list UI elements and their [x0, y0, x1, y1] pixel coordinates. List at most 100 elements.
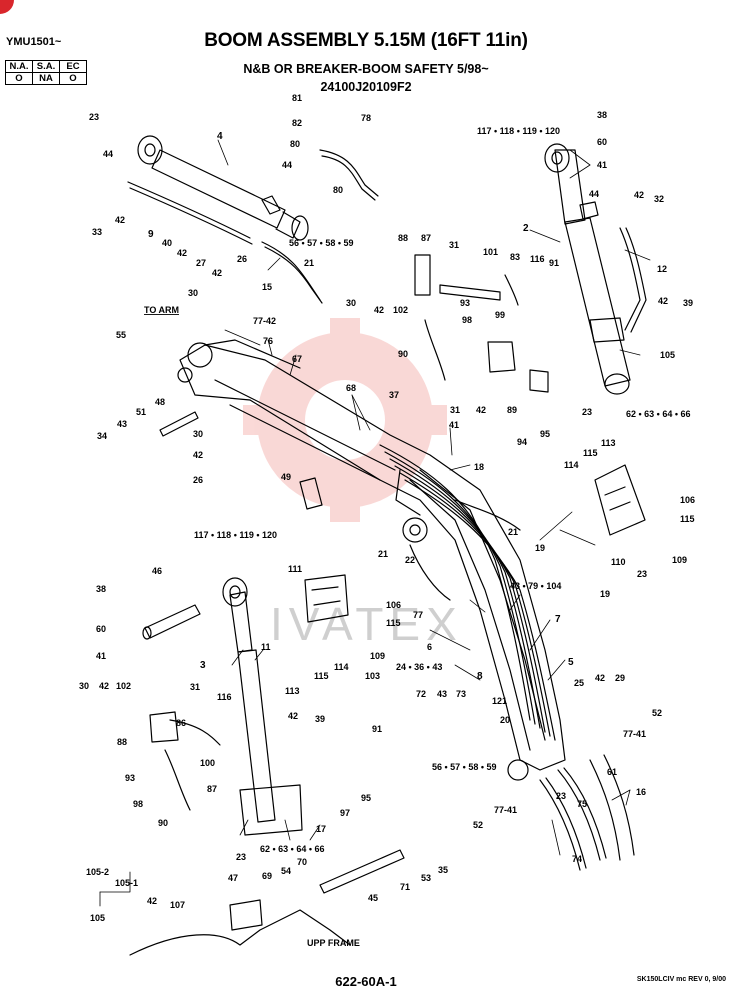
part-callout: 114 [334, 662, 349, 672]
part-callout: 20 [500, 715, 510, 725]
part-callout: 3 [200, 660, 206, 671]
part-callout: 56 • 57 • 58 • 59 [432, 762, 497, 772]
part-callout: 41 [96, 651, 106, 661]
part-callout: 115 [680, 514, 695, 524]
part-callout: 23 [89, 112, 99, 122]
part-callout: 42 [634, 190, 644, 200]
part-callout: 88 [117, 737, 127, 747]
part-callout: 12 [657, 264, 667, 274]
part-callout: 77-41 [623, 729, 646, 739]
part-callout: 54 [281, 866, 291, 876]
hose-78-outline [321, 155, 376, 201]
part-callout: 62 • 63 • 64 • 66 [260, 844, 325, 854]
frame-label: UPP FRAME [307, 938, 360, 948]
watermark-gear-tooth [330, 318, 360, 348]
part-callout: 25 [574, 678, 584, 688]
part-callout: 40 [162, 238, 172, 248]
page-number: 622-60A-1 [335, 974, 397, 989]
part-callout: 93 [125, 773, 135, 783]
safety-valve-lower [149, 711, 221, 811]
part-callout: 95 [540, 429, 550, 439]
watermark-gear-tooth [243, 405, 273, 435]
page-subtitle: N&B OR BREAKER-BOOM SAFETY 5/98~ [243, 62, 489, 76]
part-callout: 106 [680, 495, 695, 505]
part-callout: 45 [368, 893, 378, 903]
part-callout: 30 [79, 681, 89, 691]
applicability-table: N.A. S.A. EC O NA O [5, 60, 87, 85]
upper-frame [129, 909, 351, 956]
part-callout: 51 [136, 407, 146, 417]
part-callout: 98 [462, 315, 472, 325]
part-callout: 117 • 118 • 119 • 120 [194, 530, 277, 540]
part-callout: 110 [611, 557, 626, 567]
part-callout: 97 [340, 808, 350, 818]
part-callout: 43 [117, 419, 127, 429]
part-callout: 55 [116, 330, 126, 340]
part-callout: 93 [460, 298, 470, 308]
part-callout: 42 [476, 405, 486, 415]
part-callout: 7 [555, 614, 561, 625]
part-callout: 87 [207, 784, 217, 794]
part-callout: 42 [115, 215, 125, 225]
part-callout: 31 [450, 405, 460, 415]
bracket-47 [229, 899, 263, 931]
boom-cylinder-right [544, 143, 631, 395]
bracket-110 [594, 464, 646, 536]
part-callout: 4 [217, 131, 223, 142]
part-callout: 105 [90, 913, 105, 923]
part-callout: 87 [421, 233, 431, 243]
part-callout: 44 [589, 189, 599, 199]
watermark-text: IVATEX [270, 598, 463, 650]
part-callout: 90 [158, 818, 168, 828]
applicability-value: O [59, 72, 87, 85]
part-callout: 105-2 [86, 867, 109, 877]
part-callout: 42 [595, 673, 605, 683]
part-callout: 68 [346, 383, 356, 393]
part-callout: 88 [398, 233, 408, 243]
part-callout: 18 [474, 462, 484, 472]
hose-16a [589, 759, 621, 861]
part-callout: 117 • 118 • 119 • 120 [477, 126, 560, 136]
part-callout: 94 [517, 437, 527, 447]
part-callout: 109 [672, 555, 687, 565]
pin-48 [159, 411, 199, 437]
part-callout: 46 [152, 566, 162, 576]
part-callout: 42 [374, 305, 384, 315]
part-callout: 69 [262, 871, 272, 881]
part-callout: 95 [361, 793, 371, 803]
part-callout: 30 [193, 429, 203, 439]
part-callout: 17 [316, 824, 326, 834]
part-callout: 76 [263, 336, 273, 346]
part-callout: 34 [97, 431, 107, 441]
watermark-gear-tooth [417, 405, 447, 435]
part-callout: 42 [177, 248, 187, 258]
part-callout: 91 [549, 258, 559, 268]
part-callout: 26 [193, 475, 203, 485]
part-callout: 102 [116, 681, 131, 691]
pipe-12 [619, 227, 641, 331]
hose-78 [319, 149, 379, 197]
part-callout: 105-1 [115, 878, 138, 888]
pipe-9-outline [129, 187, 253, 245]
direction-label: TO ARM [144, 305, 179, 315]
hose-74 [539, 779, 581, 871]
pin-46-end [142, 626, 152, 640]
page-title: BOOM ASSEMBLY 5.15M (16FT 11in) [204, 30, 528, 51]
watermark-gear-hole [305, 380, 385, 460]
part-callout: 49 [281, 472, 291, 482]
part-callout: 53 [421, 873, 431, 883]
part-callout: 113 [285, 686, 300, 696]
part-callout: 62 • 63 • 64 • 66 [626, 409, 691, 419]
part-callout: 19 [600, 589, 610, 599]
part-callout: 27 [196, 258, 206, 268]
part-callout: 22 [405, 555, 415, 565]
part-callout: 42 [147, 896, 157, 906]
hose-16b [603, 754, 635, 856]
watermark-logo [243, 318, 447, 522]
part-callout: 23 [556, 791, 566, 801]
hose-15-outline [264, 246, 323, 304]
applicability-value: NA [32, 72, 60, 85]
part-callout: 77-41 [494, 805, 517, 815]
part-callout: 8 [477, 671, 483, 682]
part-callout: 52 [473, 820, 483, 830]
